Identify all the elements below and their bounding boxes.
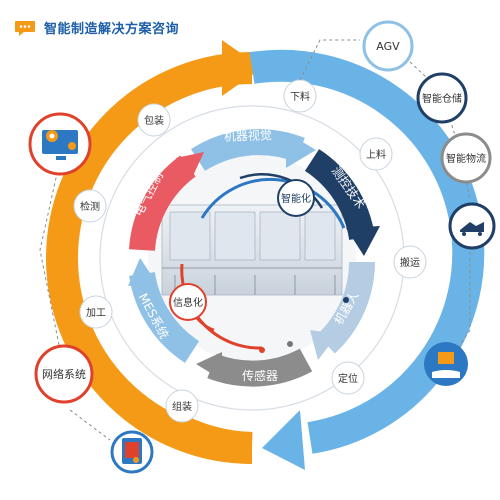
ring-bubble-shangliao: 上料	[359, 137, 393, 171]
ring-label-zuzhuang: 组装	[172, 400, 192, 413]
ring-bubble-banyun: 搬运	[393, 245, 427, 279]
ring-bubble-zuzhuang: 组装	[165, 389, 199, 423]
node-wangluo-xitong: 网络系统	[34, 344, 94, 404]
orange-arrow-head	[222, 40, 262, 96]
ring-bubble-dingwei: 定位	[331, 361, 365, 395]
flow-arc-blue	[200, 177, 346, 229]
badge-xinxihua-label: 信息化	[173, 296, 203, 309]
segment-label-chuanganqi: 传感器	[242, 368, 278, 383]
gear-computer-icon	[28, 112, 92, 176]
badge-zhinenghua: 智能化	[277, 179, 315, 217]
ring-label-xialiao: 下料	[290, 90, 310, 103]
node-zhineng-wuliu: 智能物流	[440, 132, 492, 184]
node-zhineng-wuliu-label: 智能物流	[446, 152, 486, 165]
dot-grey	[287, 341, 293, 347]
ring-bubble-jiance: 检测	[73, 189, 107, 223]
header: 智能制造解决方案咨询	[14, 14, 179, 40]
outer-ring-orange-bottom	[162, 410, 253, 464]
blue-arrow-head	[262, 410, 305, 470]
flow-arc-navy	[239, 173, 324, 209]
node-agv: AGV	[362, 20, 414, 72]
ring-label-shangliao: 上料	[366, 148, 386, 161]
hand-package-icon	[424, 342, 468, 386]
tablet-touch-icon	[110, 430, 154, 474]
ring-bubble-baozhuang: 包装	[137, 103, 171, 137]
badge-zhinenghua-label: 智能化	[281, 192, 311, 205]
ring-label-baozhuang: 包装	[144, 114, 164, 127]
chat-bubble-icon	[14, 19, 36, 36]
ring-label-jiagong: 加工	[86, 307, 106, 319]
node-wangluo-xitong-label: 网络系统	[42, 367, 86, 381]
ring-bubble-jiagong: 加工	[79, 295, 113, 329]
dashed-connector-left2	[69, 409, 111, 441]
node-zhineng-cangchu-label: 智能仓储	[422, 92, 462, 105]
segment-label-jiqi-shijue: 机器视觉	[224, 127, 273, 144]
ring-label-jiance: 检测	[80, 200, 100, 213]
badge-xinxihua: 信息化	[169, 283, 207, 321]
ring-label-banyun: 搬运	[400, 256, 420, 269]
header-title: 智能制造解决方案咨询	[44, 21, 180, 37]
segment-chuanganqi	[207, 348, 313, 387]
delivery-vehicles-icon	[448, 202, 496, 250]
dashed-connector-right	[299, 39, 360, 81]
outer-ring-orange	[46, 52, 253, 464]
dot-navy	[343, 297, 349, 303]
machine-illustration	[161, 204, 343, 296]
ring-bubble-xialiao: 下料	[283, 79, 317, 113]
dot-red	[259, 347, 265, 353]
segment-mes-xitong	[129, 271, 200, 363]
ring-label-dingwei: 定位	[338, 372, 358, 385]
node-agv-label: AGV	[376, 40, 400, 53]
dashed-connector-left	[39, 159, 61, 351]
node-zhineng-cangchu: 智能仓储	[416, 72, 468, 124]
segment-dianqi-kongzhi	[129, 155, 196, 252]
